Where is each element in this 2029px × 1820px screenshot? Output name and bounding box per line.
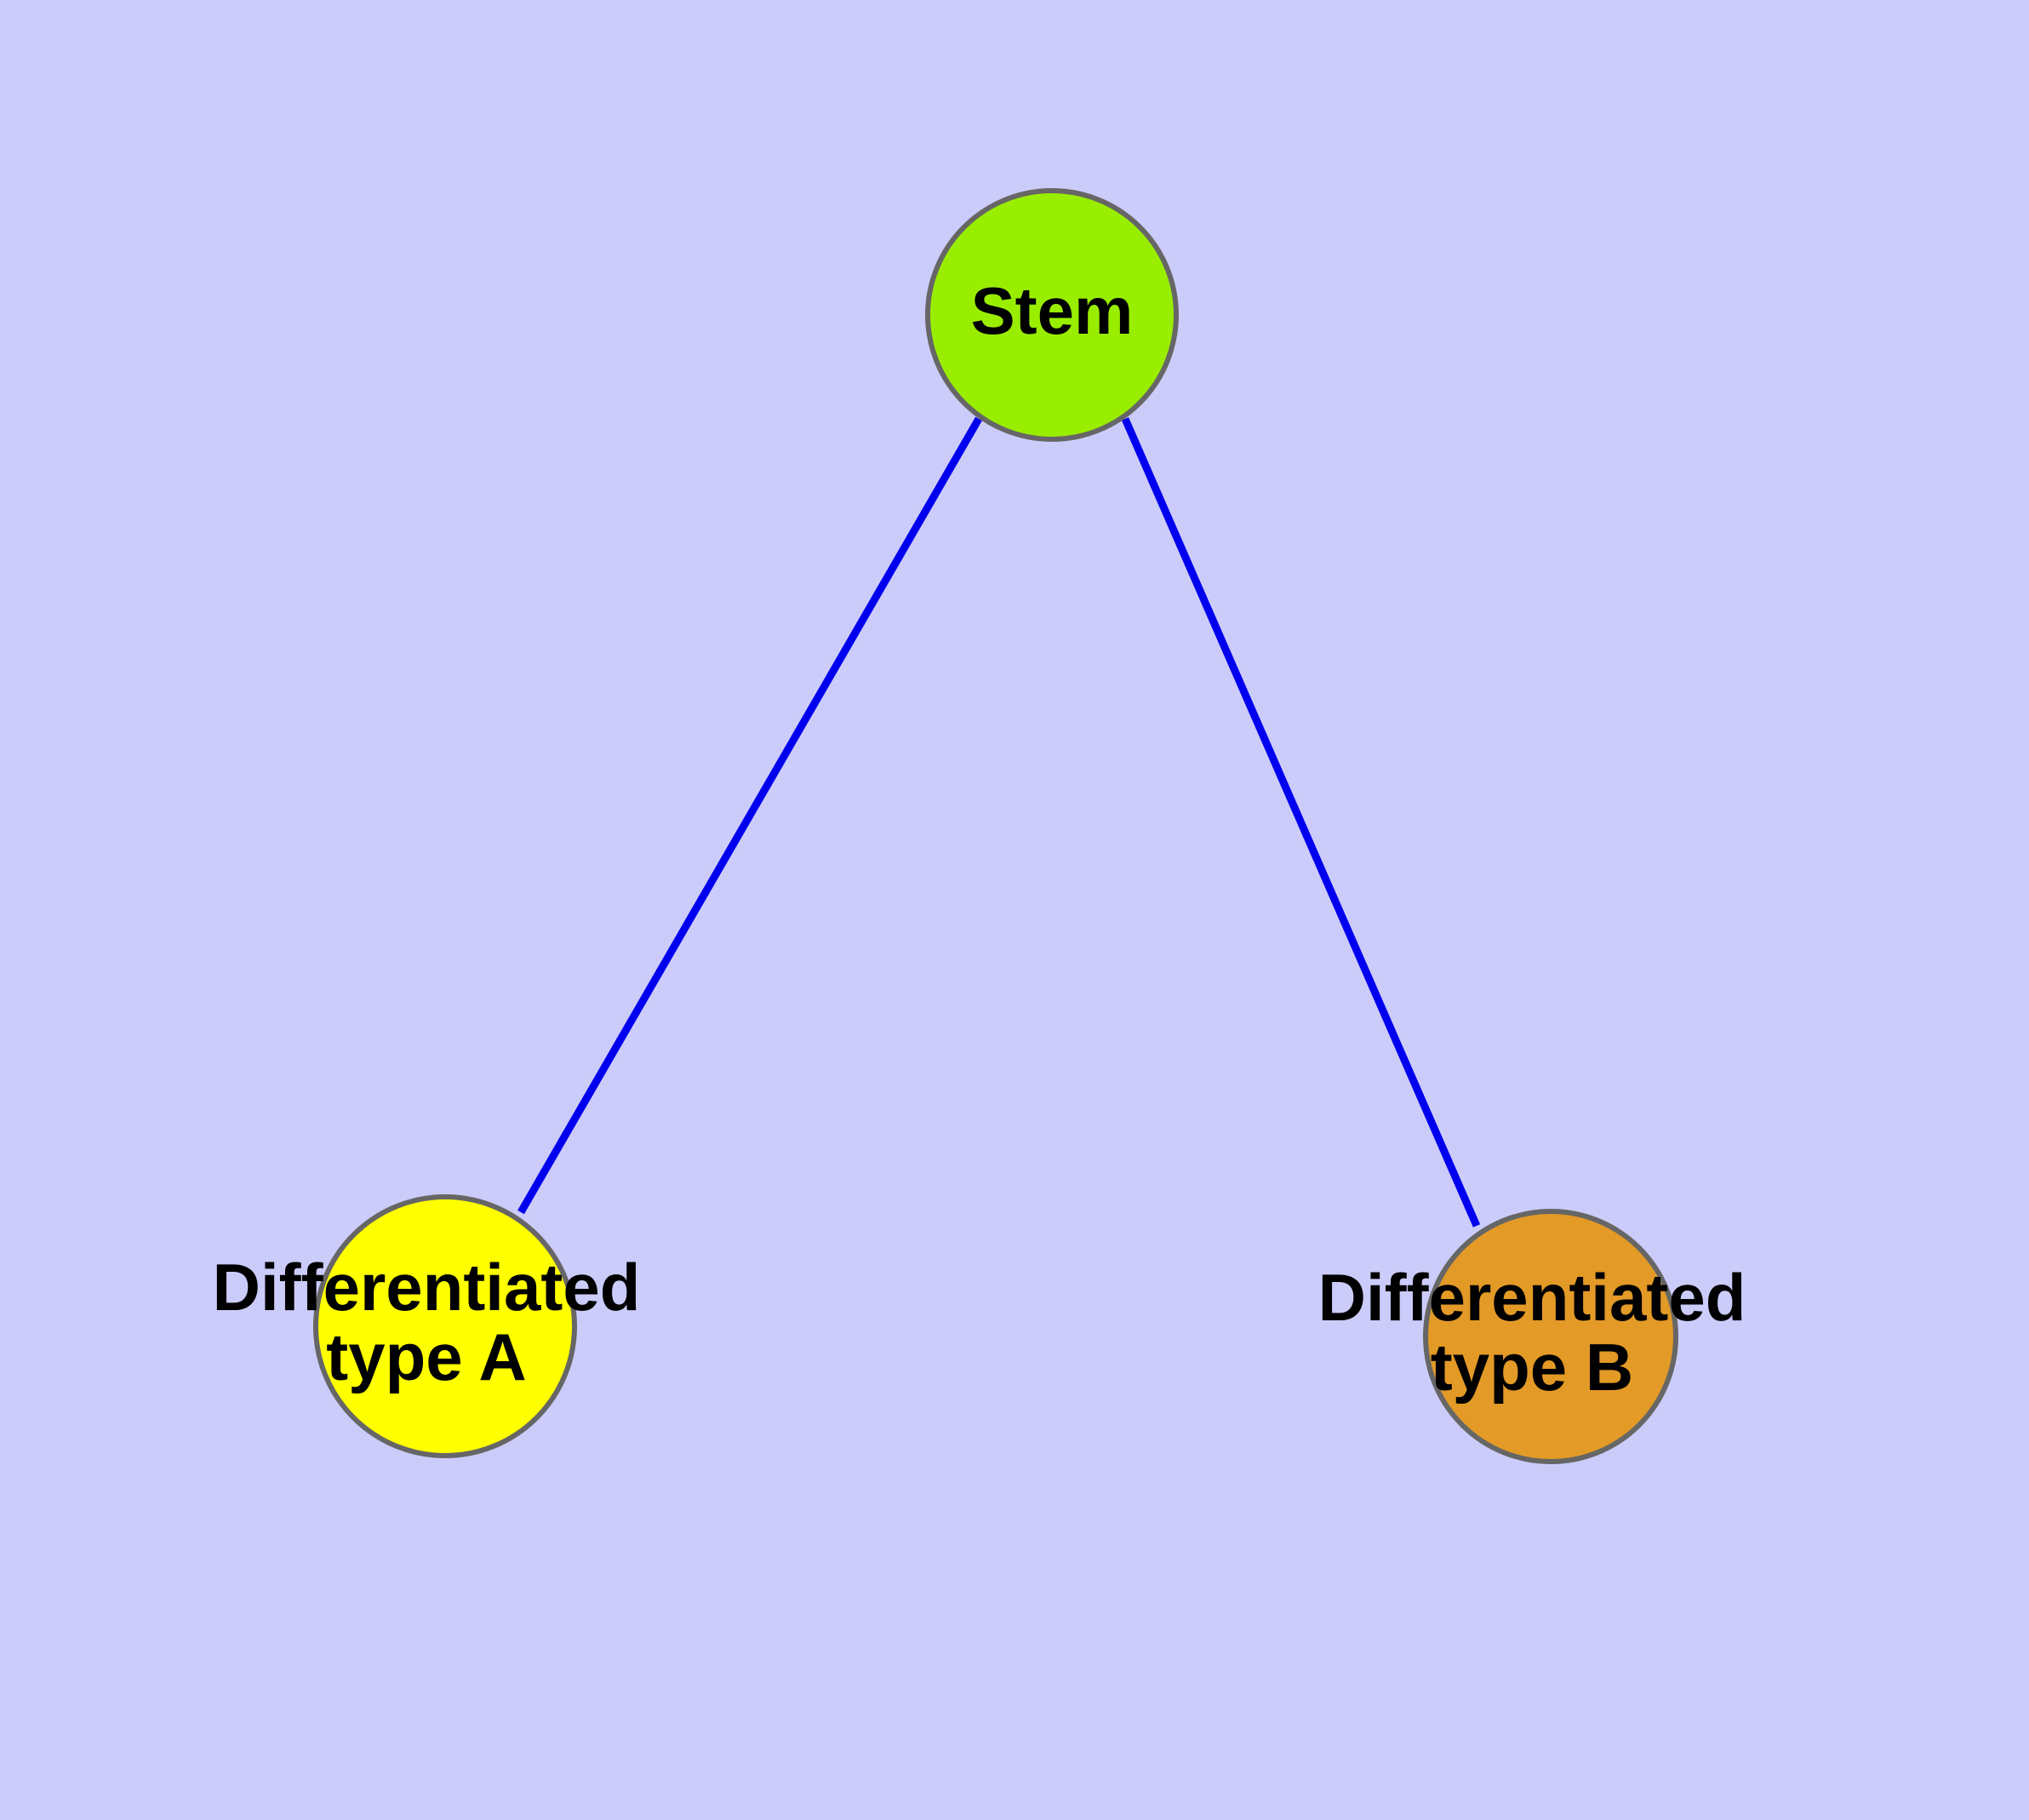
edge-stem-to-differentiated-type-a[interactable] xyxy=(517,416,982,1215)
edge-stem-to-differentiated-type-b[interactable] xyxy=(1121,417,1481,1228)
node-differentiated-type-b[interactable] xyxy=(1423,1209,1678,1464)
node-differentiated-type-a[interactable] xyxy=(313,1194,577,1458)
node-stem[interactable] xyxy=(925,188,1179,442)
